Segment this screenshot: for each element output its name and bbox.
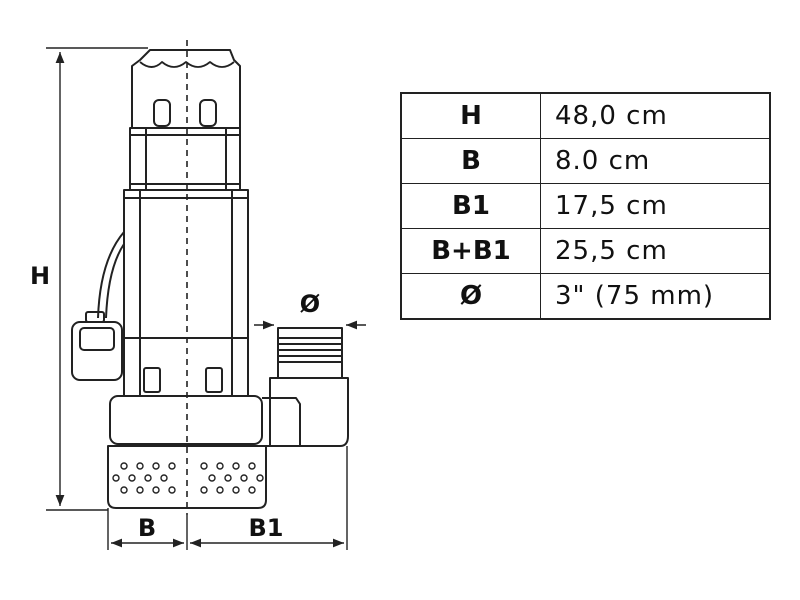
pump-body [71, 49, 349, 509]
intake-strainer [107, 445, 267, 509]
table-row: B1 17,5 cm [400, 183, 771, 229]
table-row: B+B1 25,5 cm [400, 228, 771, 274]
outlet-offset-label: B1 [249, 514, 284, 542]
strainer-holes [112, 462, 264, 494]
spec-table: H 48,0 cm B 8.0 cm B1 17,5 cm B+B1 25,5 … [400, 92, 771, 320]
spec-key: B+B1 [400, 228, 541, 274]
pump-motor [123, 189, 249, 339]
diameter-symbol: Ø [300, 290, 320, 318]
spec-value: 48,0 cm [540, 92, 771, 139]
float-cable [97, 231, 125, 319]
height-label: H [30, 262, 50, 290]
spec-value: 25,5 cm [540, 228, 771, 274]
spec-value: 8.0 cm [540, 138, 771, 184]
height-dimension [46, 47, 148, 511]
spec-value: 17,5 cm [540, 183, 771, 229]
spec-key: Ø [400, 273, 541, 320]
spec-value: 3" (75 mm) [540, 273, 771, 320]
pump-volute [262, 397, 301, 447]
width-dimension [107, 446, 348, 550]
table-row: Ø 3" (75 mm) [400, 273, 771, 320]
spec-key: H [400, 92, 541, 139]
outlet-thread [277, 327, 343, 379]
spec-key: B [400, 138, 541, 184]
spec-key: B1 [400, 183, 541, 229]
width-label: B [138, 514, 156, 542]
table-row: B 8.0 cm [400, 138, 771, 184]
table-row: H 48,0 cm [400, 92, 771, 139]
pump-base [109, 395, 263, 445]
